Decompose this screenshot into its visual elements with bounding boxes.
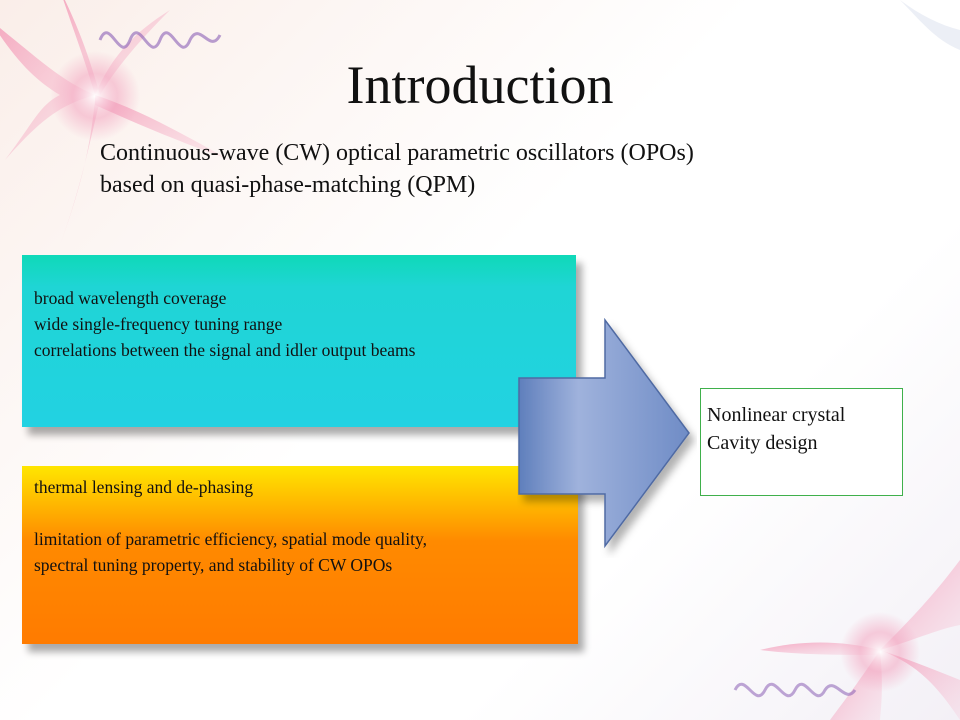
problem-item: spectral tuning property, and stability … bbox=[34, 555, 393, 575]
starburst-decoration bbox=[0, 0, 230, 245]
slide-subtitle: Continuous-wave (CW) optical parametric … bbox=[100, 137, 940, 201]
solutions-box: Nonlinear crystal Cavity design bbox=[700, 388, 903, 496]
wave-decoration bbox=[98, 31, 222, 49]
wave-decoration bbox=[733, 682, 857, 698]
advantages-box: broad wavelength coverage wide single-fr… bbox=[22, 255, 576, 427]
subtitle-line: based on quasi-phase-matching (QPM) bbox=[100, 172, 476, 198]
advantage-item: correlations between the signal and idle… bbox=[34, 340, 416, 360]
problem-item: thermal lensing and de-phasing bbox=[34, 477, 254, 497]
advantage-item: wide single-frequency tuning range bbox=[34, 314, 283, 334]
slide-title: Introduction bbox=[346, 55, 614, 115]
arrow-right-icon bbox=[518, 318, 690, 549]
advantage-item: broad wavelength coverage bbox=[34, 288, 227, 308]
solution-item: Nonlinear crystal bbox=[707, 404, 846, 426]
spacer bbox=[34, 500, 578, 526]
starburst-decoration bbox=[760, 560, 960, 720]
solution-item: Cavity design bbox=[707, 432, 818, 454]
problem-item: limitation of parametric efficiency, spa… bbox=[34, 529, 427, 549]
problems-box: thermal lensing and de-phasing limitatio… bbox=[22, 466, 578, 644]
subtitle-line: Continuous-wave (CW) optical parametric … bbox=[100, 140, 694, 166]
